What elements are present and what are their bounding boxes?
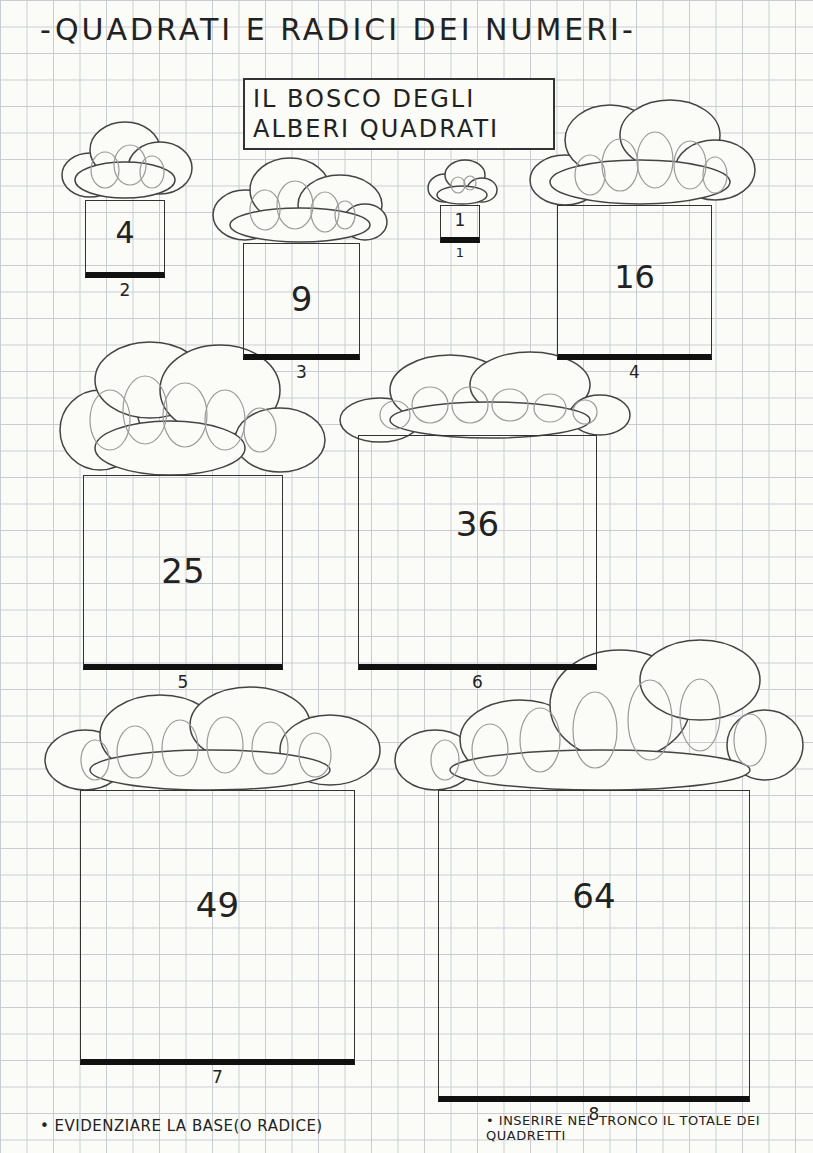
square-number: 49 [81, 885, 354, 925]
square-number: 16 [558, 258, 711, 296]
square-number: 36 [359, 504, 596, 544]
square-number: 4 [86, 215, 164, 250]
root-number: 4 [558, 362, 711, 382]
box-title: IL BOSCO DEGLI ALBERI QUADRATI [253, 84, 545, 144]
square-number: 25 [84, 551, 282, 591]
tree-trunk-square: 164 [557, 205, 712, 360]
instruction-note: • INSERIRE NEL TRONCO IL TOTALE DEI QUAD… [486, 1114, 786, 1144]
square-number: 9 [244, 279, 359, 319]
instruction-note: • EVIDENZIARE LA BASE(O RADICE) [40, 1118, 480, 1135]
root-number: 6 [359, 672, 596, 692]
root-number: 2 [86, 280, 164, 300]
tree-trunk-square: 42 [85, 200, 165, 278]
tree-trunk-square: 648 [438, 790, 750, 1102]
tree-trunk-square: 255 [83, 475, 283, 670]
title-box: IL BOSCO DEGLI ALBERI QUADRATI [243, 78, 555, 150]
root-number: 1 [441, 245, 479, 260]
tree-trunk-square: 366 [358, 435, 597, 670]
tree-trunk-square: 93 [243, 243, 360, 360]
root-number: 7 [81, 1067, 354, 1087]
root-number: 5 [84, 672, 282, 692]
square-number: 64 [439, 876, 749, 916]
square-number: 1 [441, 210, 479, 230]
tree-trunk-square: 11 [440, 205, 480, 243]
tree-trunk-square: 497 [80, 790, 355, 1065]
page-title: -QUADRATI E RADICI DEI NUMERI- [40, 12, 636, 47]
root-number: 3 [244, 362, 359, 382]
